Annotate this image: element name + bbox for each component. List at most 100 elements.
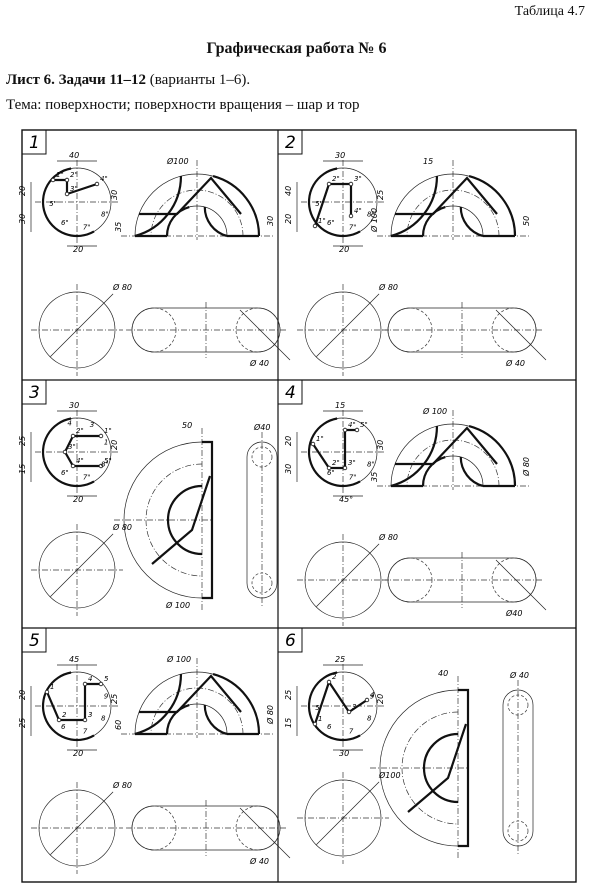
sheet-line: Лист 6. Задачи 11–12 (варианты 1–6). <box>6 72 250 89</box>
torus-visible-part <box>459 425 517 488</box>
variant-number-box <box>22 380 47 405</box>
cut-point <box>50 177 56 183</box>
dimension-value: 20 <box>73 245 83 254</box>
dimension-value: 20 <box>18 690 27 700</box>
topic-line: Тема: поверхности; поверхности вращения … <box>6 97 360 113</box>
dimension-value: 20 <box>284 436 293 446</box>
dimension-value: 40 <box>438 669 448 678</box>
sphere-cut-line <box>45 682 101 722</box>
dimension-value: Ø 80 <box>521 457 531 477</box>
torus-cut-line <box>407 723 468 813</box>
point-label: 3" <box>70 185 78 193</box>
sphere-cut-line <box>313 679 368 725</box>
point-label: 4 <box>88 675 92 683</box>
cut-point <box>70 433 76 439</box>
cut-point <box>70 463 76 469</box>
point-label: 7 <box>83 727 88 735</box>
point-label: 6" <box>61 469 69 477</box>
table-label: Таблица 4.7 <box>514 4 585 19</box>
dimension-value: 20 <box>110 440 119 450</box>
variant-number-box <box>22 628 47 653</box>
diameter-leader <box>495 559 547 611</box>
torus-visible-part <box>203 175 261 238</box>
point-label: 7" <box>349 223 357 231</box>
cut-point <box>62 449 68 455</box>
dimension-value: 25 <box>110 694 119 704</box>
torus-visible-part <box>166 484 203 556</box>
work-title: Графическая работа № 6 <box>206 40 387 57</box>
cut-point <box>94 181 100 187</box>
sphere-visible-contour <box>307 417 361 488</box>
point-label: 9 <box>104 692 109 700</box>
sphere-cut-line <box>313 182 353 227</box>
point-label: 3" <box>348 459 356 467</box>
torus-cut-face <box>458 688 470 848</box>
cut-point <box>98 463 104 469</box>
cut-point <box>98 433 104 439</box>
point-label: 6" <box>327 469 335 477</box>
point-label: 4 <box>67 420 71 428</box>
sphere-visible-contour <box>41 417 95 488</box>
diameter-leader <box>316 781 380 845</box>
dimension-value: Ø 100 <box>166 654 191 664</box>
torus-cut-line <box>139 674 242 714</box>
torus-centerline <box>406 439 500 487</box>
cut-point <box>312 223 318 229</box>
torus-outer-contour <box>123 441 203 599</box>
dimension-value: 25 <box>18 718 27 728</box>
sphere-visible-contour <box>307 671 361 742</box>
point-label: 1" <box>104 427 112 435</box>
dimension-value: 15 <box>284 718 293 728</box>
point-label: 5" <box>315 200 323 208</box>
dimension-value: 30 <box>284 464 293 474</box>
cut-point <box>348 213 354 219</box>
cut-point <box>44 689 50 695</box>
torus-cut-line <box>151 475 212 565</box>
cut-point <box>82 717 88 723</box>
point-label: 2 <box>332 673 337 681</box>
dimension-value: Ø40 <box>253 422 270 432</box>
dimension-value: Ø 40 <box>249 856 269 866</box>
dimension-value: 60 <box>114 720 123 730</box>
variant-number-box <box>278 628 303 653</box>
variant-number: 4 <box>285 383 296 403</box>
torus-plan-hidden <box>491 557 537 603</box>
point-label: 8" <box>101 460 109 468</box>
dimension-value: Ø 80 <box>112 522 132 532</box>
dimension-value: 15 <box>423 157 433 166</box>
point-label: 2" <box>76 427 84 435</box>
dimension-value: 35 <box>114 222 123 232</box>
dimension-value: 45 <box>69 655 79 664</box>
torus-plan-hidden <box>387 557 433 603</box>
torus-centerline <box>406 189 500 237</box>
cut-point <box>346 709 352 715</box>
point-label: 3 <box>88 711 92 719</box>
dimension-value: 40 <box>284 186 293 196</box>
sphere-visible-contour <box>41 167 95 238</box>
diameter-leader <box>50 791 114 855</box>
point-label: 7" <box>83 473 91 481</box>
diameter-leader <box>316 293 380 357</box>
cut-point <box>364 697 370 703</box>
dimension-value: Ø 40 <box>249 358 269 368</box>
torus-centerline <box>150 687 244 735</box>
dimension-value: Ø 100 <box>422 406 447 416</box>
diameter-leader <box>495 309 547 361</box>
diameter-leader <box>239 309 291 361</box>
dimension-value: 30 <box>339 749 349 758</box>
torus-plan-hidden <box>131 805 177 851</box>
cut-point <box>326 465 332 471</box>
torus-cut-line <box>139 176 242 216</box>
point-label: 6" <box>327 219 335 227</box>
point-label: 4 <box>370 691 374 699</box>
point-label: 3 <box>90 421 94 429</box>
diameter-leader <box>50 293 114 357</box>
point-label: 1" <box>56 171 64 179</box>
point-label: 2" <box>70 171 78 179</box>
point-label: 1" <box>318 217 326 225</box>
dimension-value: Ø40 <box>505 608 522 618</box>
dimension-value: 30 <box>376 440 385 450</box>
sphere-cut-line <box>53 178 98 196</box>
